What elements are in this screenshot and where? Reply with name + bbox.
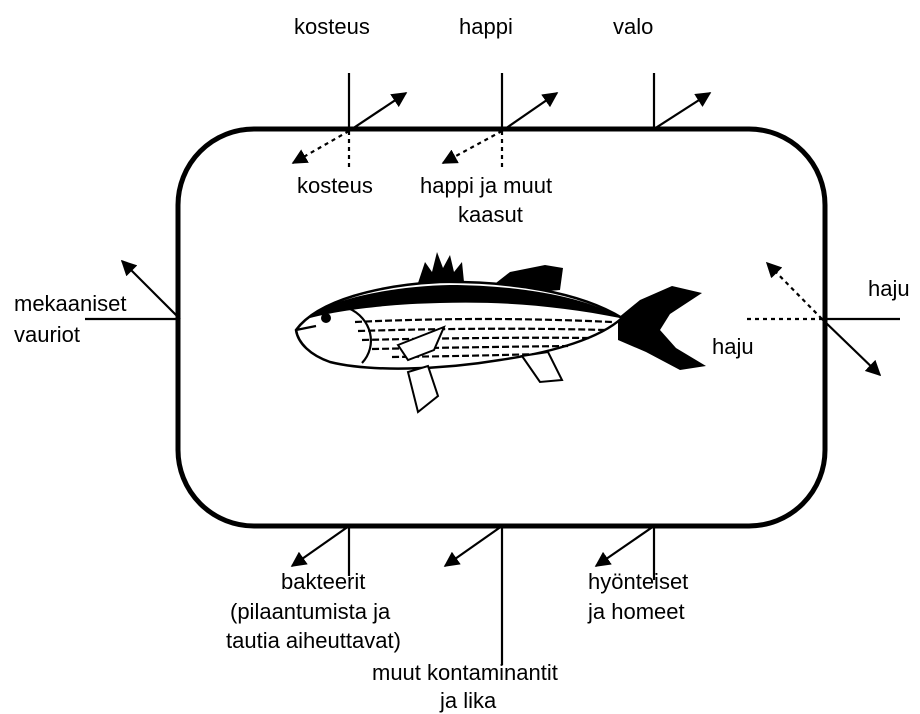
- label-mechanical-2: vauriot: [14, 322, 80, 347]
- label-top-light: valo: [613, 14, 653, 39]
- label-top-moisture: kosteus: [294, 14, 370, 39]
- label-bacteria-2: (pilaantumista ja: [230, 599, 391, 624]
- label-bacteria-3: tautia aiheuttavat): [226, 628, 401, 653]
- label-insects-2: ja homeet: [587, 599, 685, 624]
- moisture-arrow: [293, 73, 406, 168]
- label-insects-1: hyönteiset: [588, 569, 688, 594]
- contaminants-arrow: [445, 526, 502, 665]
- label-inner-moisture: kosteus: [297, 173, 373, 198]
- label-contaminants-1: muut kontaminantit: [372, 660, 558, 685]
- label-bacteria-1: bakteerit: [281, 569, 365, 594]
- label-mechanical-1: mekaaniset: [14, 291, 127, 316]
- fish-icon: [296, 252, 706, 412]
- label-top-oxygen: happi: [459, 14, 513, 39]
- label-odor-in: haju: [712, 334, 754, 359]
- label-contaminants-2: ja lika: [439, 688, 497, 713]
- label-inner-gases-1: happi ja muut: [420, 173, 552, 198]
- oxygen-arrow: [443, 73, 557, 168]
- label-odor-out: haju: [868, 276, 910, 301]
- light-arrow: [654, 73, 710, 129]
- label-inner-gases-2: kaasut: [458, 202, 523, 227]
